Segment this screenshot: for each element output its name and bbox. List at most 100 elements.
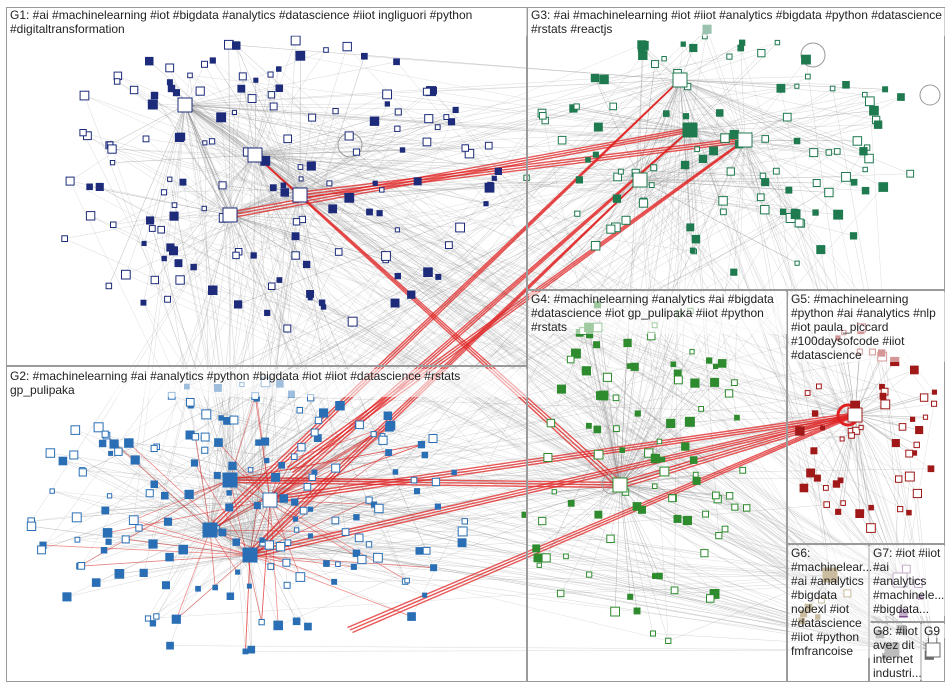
node-avatar	[308, 506, 314, 512]
graph-edge	[184, 104, 611, 539]
graph-edge	[109, 144, 901, 581]
graph-edge	[229, 141, 428, 216]
node-avatar	[557, 135, 567, 145]
graph-edge	[184, 104, 623, 451]
node-avatar	[267, 91, 276, 99]
node-avatar	[443, 114, 450, 120]
highlight-edge	[269, 499, 279, 626]
graph-edge	[295, 484, 621, 520]
graph-edge	[209, 98, 253, 531]
node-avatar	[623, 338, 632, 348]
graph-edge	[619, 484, 716, 496]
node-avatar	[694, 146, 700, 153]
graph-edge	[854, 414, 920, 431]
graph-edge	[209, 460, 267, 531]
node-avatar	[307, 295, 313, 301]
node-avatar	[650, 164, 658, 172]
node-avatar	[706, 594, 715, 603]
node-avatar	[633, 607, 641, 615]
graph-edge	[249, 504, 827, 556]
node-avatar	[927, 465, 935, 473]
graph-edge	[654, 325, 831, 576]
graph-edge	[245, 649, 893, 652]
graph-edge	[619, 55, 644, 486]
node-avatar	[557, 384, 566, 394]
highlight-edge	[195, 436, 211, 531]
graph-edge	[619, 484, 656, 577]
graph-edge	[639, 63, 656, 181]
graph-edge	[204, 194, 301, 451]
graph-edge	[179, 154, 256, 281]
node-avatar	[347, 316, 358, 327]
node-avatar	[314, 416, 323, 425]
node-avatar	[121, 269, 131, 280]
node-avatar	[148, 539, 158, 549]
node-avatar	[712, 491, 720, 500]
highlight-edge	[254, 154, 621, 486]
graph-edge	[807, 392, 856, 416]
node-avatar	[566, 355, 575, 364]
graph-edge	[173, 154, 256, 217]
graph-edge	[236, 45, 301, 196]
group-g5-label: G5: #machinelearning #python #ai #analyt…	[789, 292, 945, 362]
graph-edge	[229, 86, 688, 481]
node-avatar	[713, 363, 719, 369]
graph-edge	[251, 98, 301, 196]
node-avatar	[141, 240, 147, 246]
node-avatar	[357, 554, 367, 565]
node-avatar	[393, 58, 400, 66]
graph-edge	[639, 179, 789, 191]
graph-edge	[695, 139, 746, 240]
node-avatar	[648, 182, 655, 188]
node-avatar	[619, 447, 626, 453]
graph-edge	[228, 214, 231, 493]
graph-edge	[229, 420, 319, 481]
node-avatar	[242, 648, 249, 655]
node-avatar	[461, 144, 469, 152]
node-avatar	[435, 273, 442, 280]
graph-edge	[299, 194, 339, 253]
node-avatar	[105, 538, 112, 545]
graph-edge	[247, 129, 691, 153]
node-avatar	[186, 398, 195, 407]
node-avatar	[226, 592, 235, 600]
graph-edge	[356, 484, 621, 554]
node-avatar	[424, 114, 434, 124]
node-avatar	[915, 426, 924, 435]
graph-edge	[299, 194, 429, 273]
graph-edge	[229, 29, 708, 481]
node-avatar	[806, 468, 816, 478]
node-avatar	[829, 85, 836, 92]
graph-edge	[299, 173, 911, 196]
node-avatar	[839, 436, 845, 442]
graph-edge	[619, 484, 730, 496]
graph-edge	[229, 138, 288, 216]
graph-edge	[135, 459, 251, 556]
highlight-edge	[252, 416, 853, 559]
node-avatar	[259, 537, 265, 543]
node-avatar	[761, 135, 770, 143]
graph-edge	[807, 392, 856, 416]
node-avatar	[291, 251, 300, 260]
graph-edge	[589, 334, 621, 486]
graph-edge	[165, 529, 211, 586]
graph-edge	[299, 194, 398, 231]
node-avatar	[65, 176, 75, 186]
graph-edge	[744, 139, 913, 420]
graph-edge	[52, 490, 211, 531]
node-avatar	[373, 552, 383, 563]
graph-edge	[194, 462, 211, 531]
graph-edge	[679, 79, 877, 121]
graph-edge	[69, 104, 186, 182]
node-avatar	[264, 540, 275, 550]
graph-edge	[744, 139, 796, 215]
graph-edge	[679, 52, 762, 81]
highlight-edge	[212, 81, 678, 534]
node-avatar	[280, 188, 289, 197]
node-avatar	[602, 372, 613, 382]
graph-edge	[220, 117, 231, 216]
graph-edge	[299, 117, 313, 196]
graph-edge	[639, 44, 642, 181]
graph-edge	[619, 484, 716, 496]
graph-edge	[167, 214, 231, 300]
